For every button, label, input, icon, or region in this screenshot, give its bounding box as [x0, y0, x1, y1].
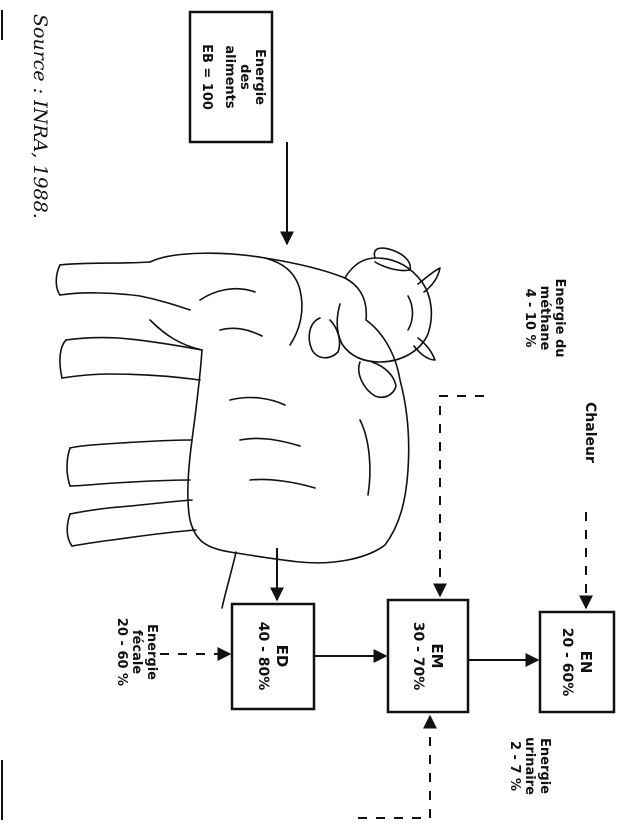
box-eb-line1: Energie	[252, 49, 267, 105]
cow-illustration	[56, 248, 440, 608]
box-em-title: EM	[428, 643, 446, 668]
box-em	[388, 600, 468, 712]
label-urinary-line1: Energie	[537, 738, 552, 794]
box-en-range: 20 - 60%	[559, 628, 575, 697]
box-eb-line3: aliments	[222, 45, 237, 109]
box-ed-title: ED	[273, 645, 291, 668]
label-fecal-line2: fécale	[129, 630, 144, 674]
label-fecal-line3: 20 - 60 %	[114, 618, 129, 686]
label-urinary-line2: urinaire	[522, 737, 537, 795]
label-methane-line3: 4 - 10 %	[522, 288, 537, 347]
label-fecal: Energie fécale 20 - 60 %	[114, 618, 159, 686]
label-methane-line1: Energie du	[552, 278, 567, 357]
label-chaleur: Chaleur	[582, 402, 598, 463]
label-urinary: Energie urinaire 2 - 7 %	[507, 737, 552, 795]
box-en-title: EN	[577, 651, 595, 674]
box-en	[540, 612, 614, 712]
dashed-methane-to-em	[440, 396, 484, 596]
box-eb-line4: EB = 100	[199, 44, 214, 110]
source-caption: Source : INRA, 1988.	[29, 14, 51, 219]
dashed-urinary-to-em	[358, 716, 430, 818]
box-em-range: 30 - 70%	[410, 622, 426, 691]
box-eb-label: Energie des aliments EB = 100	[199, 44, 267, 110]
label-urinary-line3: 2 - 7 %	[507, 741, 522, 791]
box-eb-line2: des	[237, 64, 252, 90]
label-methane: Energie du méthane 4 - 10 %	[522, 278, 567, 357]
box-ed-range: 40 - 80%	[255, 622, 271, 691]
label-methane-line2: méthane	[537, 286, 552, 351]
box-ed	[232, 604, 314, 709]
label-fecal-line1: Energie	[144, 624, 159, 680]
